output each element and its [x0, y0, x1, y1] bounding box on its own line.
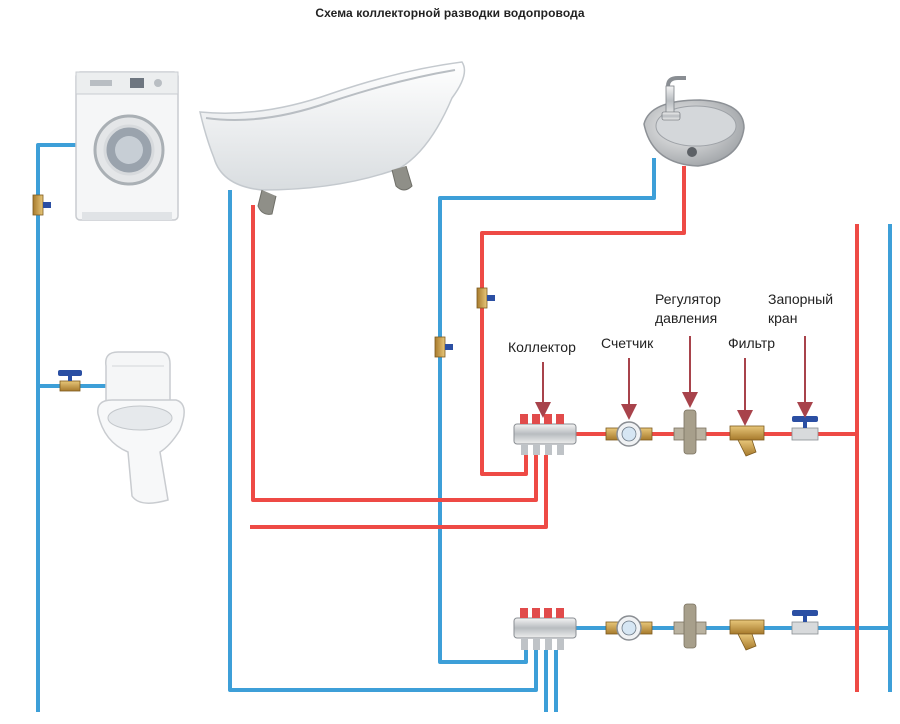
- label-pressure-regulator-line2: давления: [655, 310, 718, 326]
- label-shutoff-valve-line1: Запорный: [768, 291, 834, 307]
- toilet: [97, 351, 185, 504]
- cold-filter: [729, 619, 765, 651]
- label-filter: Фильтр: [728, 335, 776, 351]
- bathtub: [199, 61, 466, 215]
- cold-pipe-bath: [228, 190, 538, 692]
- hot-meter: [605, 421, 653, 447]
- cold-meter: [605, 615, 653, 641]
- washing-machine: [75, 71, 179, 221]
- cold-pipe-left-riser: [36, 143, 82, 712]
- hot-pressure-regulator: [673, 409, 707, 455]
- cold-water-pipes: [36, 143, 892, 712]
- cold-pipe-sink: [438, 158, 656, 664]
- label-collector: Коллектор: [508, 339, 576, 355]
- sink: [643, 76, 745, 167]
- hot-filter: [729, 425, 765, 457]
- hot-pipe-bath: [251, 205, 538, 502]
- hot-line-fittings: [513, 409, 819, 457]
- valve-sink-cold: [434, 336, 453, 358]
- cold-shutoff-valve: [791, 610, 819, 635]
- valve-toilet: [58, 370, 82, 392]
- callout-arrows: [535, 336, 813, 426]
- hot-pipe-branch: [250, 455, 548, 529]
- valve-washer: [32, 194, 51, 216]
- label-pressure-regulator: Регулятор давления: [655, 290, 721, 328]
- cold-line-fittings: [513, 603, 819, 651]
- ball-valves: [32, 194, 495, 392]
- label-shutoff-valve-line2: кран: [768, 310, 798, 326]
- diagram-title: Схема коллекторной разводки водопровода: [315, 6, 585, 20]
- hot-collector: [513, 414, 577, 455]
- hot-pipe-sink: [480, 166, 686, 476]
- hot-shutoff-valve: [791, 416, 819, 441]
- label-shutoff-valve: Запорный кран: [768, 290, 833, 328]
- label-meter: Счетчик: [601, 335, 654, 351]
- label-pressure-regulator-line1: Регулятор: [655, 291, 721, 307]
- valve-sink-hot: [476, 287, 495, 309]
- cold-collector: [513, 608, 577, 650]
- cold-pressure-regulator: [673, 603, 707, 649]
